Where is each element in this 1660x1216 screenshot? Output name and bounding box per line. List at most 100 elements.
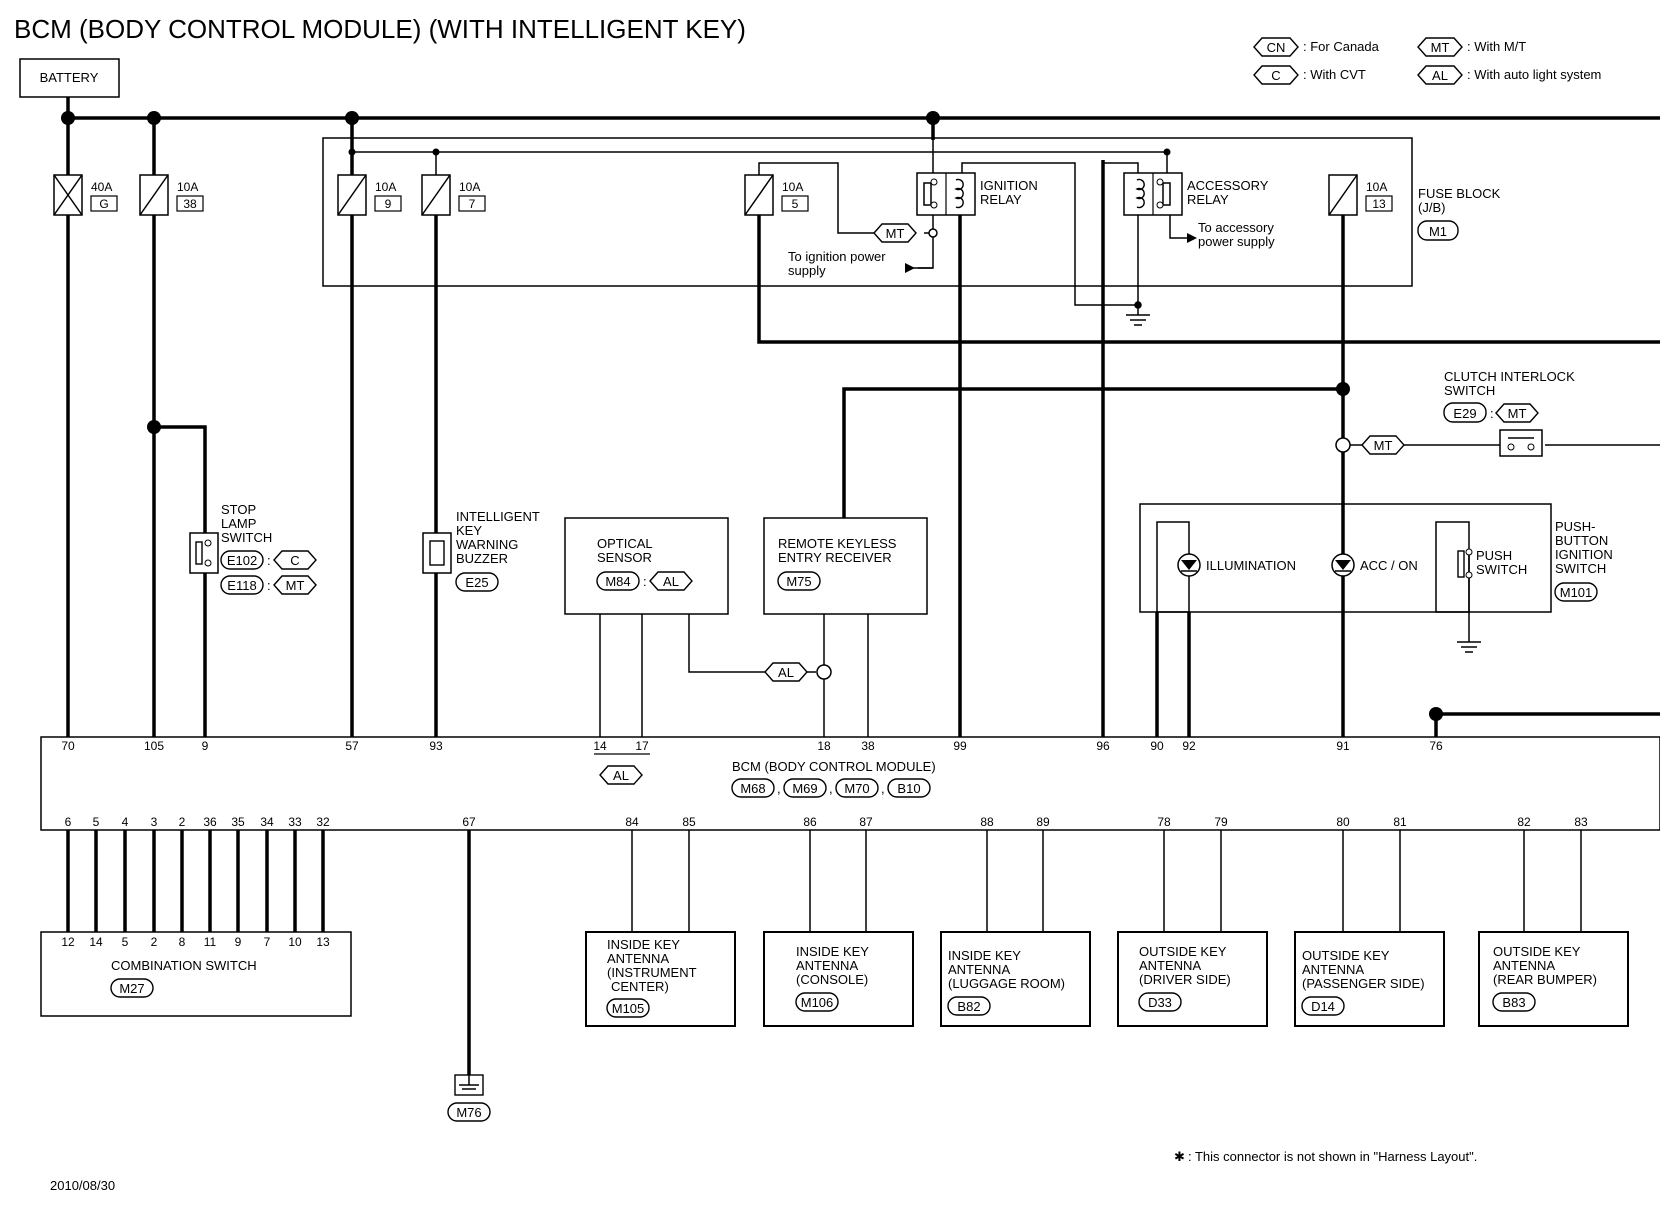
- fuse-38-no: 38: [183, 197, 197, 211]
- combination-pin: 14: [89, 935, 103, 949]
- clutch-colon: :: [1490, 406, 1494, 421]
- stop-lamp-l3: SWITCH: [221, 530, 272, 545]
- bcm-pin: 99: [953, 739, 967, 753]
- combination-pin: 10: [288, 935, 302, 949]
- legend-cn-text: : For Canada: [1303, 39, 1380, 54]
- bcm-top-pins: 70 105 9 57 93 14 17 18 38 99 96 90 92 9…: [61, 739, 1443, 753]
- fuse-9-no: 9: [385, 197, 392, 211]
- fuse-g-amp: 40A: [91, 180, 112, 194]
- legend-mt-code: MT: [1431, 40, 1450, 55]
- fuse-g: 40A G: [53, 174, 118, 216]
- bcm-pin: 91: [1336, 739, 1350, 753]
- fuse-7-no: 7: [469, 197, 476, 211]
- footnote-asterisk-icon: ✱: [1174, 1149, 1185, 1164]
- combination-pin: 7: [264, 935, 271, 949]
- combination-pin: 13: [316, 935, 330, 949]
- ground-connector: M76: [456, 1105, 481, 1120]
- battery: BATTERY: [19, 58, 120, 98]
- fuse-block-jb: (J/B): [1418, 200, 1445, 215]
- combination-switch-label: COMBINATION SWITCH: [111, 958, 257, 973]
- ignition-power-note-l2: supply: [788, 263, 826, 278]
- legend: CN : For Canada C : With CVT MT : With M…: [1253, 37, 1601, 85]
- bcm-pin: 34: [260, 815, 274, 829]
- fuse-9-amp: 10A: [375, 180, 396, 194]
- fuse-5-amp: 10A: [782, 180, 803, 194]
- fuse-9: 10A 9: [337, 174, 402, 216]
- fuse-13: 10A 13: [1328, 174, 1393, 216]
- optical-sensor: OPTICAL SENSOR M84 : AL: [564, 517, 729, 615]
- bcm-comma-2: ,: [829, 781, 833, 796]
- legend-mt-text: : With M/T: [1467, 39, 1526, 54]
- bcm-pin: 89: [1036, 815, 1050, 829]
- combination-pin: 11: [204, 935, 217, 949]
- bcm-pin: 35: [231, 815, 245, 829]
- optical-connector: M84: [605, 574, 630, 589]
- accessory-note-l2: power supply: [1198, 234, 1275, 249]
- antenna-connector: M105: [612, 1001, 645, 1016]
- legend-c: C : With CVT: [1253, 65, 1366, 85]
- bcm-pin: 93: [429, 739, 443, 753]
- buzzer-connector: E25: [465, 575, 488, 590]
- fuse-13-amp: 10A: [1366, 180, 1387, 194]
- bcm-pin: 82: [1517, 815, 1531, 829]
- thin-wires: [352, 118, 1660, 737]
- fuse-block-title: FUSE BLOCK: [1418, 186, 1501, 201]
- antenna-line: INSIDE KEY: [796, 944, 869, 959]
- fuse-block-ground-icon: [1126, 301, 1150, 326]
- optical-l1: OPTICAL: [597, 536, 653, 551]
- bcm-pin: 90: [1150, 739, 1164, 753]
- remote-l2: ENTRY RECEIVER: [778, 550, 892, 565]
- buzzer-l4: BUZZER: [456, 551, 508, 566]
- optical-l2: SENSOR: [597, 550, 652, 565]
- fuse-5: 10A 5: [744, 174, 809, 216]
- antenna-line: (DRIVER SIDE): [1139, 972, 1231, 987]
- antenna-line: ANTENNA: [948, 962, 1010, 977]
- bcm-connector-m70: M70: [844, 781, 869, 796]
- antenna-line: (CONSOLE): [796, 972, 868, 987]
- fuse-38: 10A 38: [139, 174, 204, 216]
- push-title-l3: IGNITION: [1555, 547, 1613, 562]
- bcm-pin: 14: [593, 739, 607, 753]
- antenna-instrument-center: INSIDE KEY ANTENNA (INSTRUMENT CENTER) M…: [585, 931, 736, 1027]
- bcm-pin: 78: [1157, 815, 1171, 829]
- bcm-pin: 9: [202, 739, 209, 753]
- warning-buzzer: INTELLIGENT KEY WARNING BUZZER E25: [422, 509, 540, 592]
- bcm-pin: 83: [1574, 815, 1588, 829]
- bcm-pin: 32: [316, 815, 330, 829]
- bcm-pin: 105: [144, 739, 164, 753]
- bcm-pin: 85: [682, 815, 696, 829]
- bcm-pin: 88: [980, 815, 994, 829]
- antenna-connector: D33: [1148, 995, 1172, 1010]
- antenna-rear-bumper: OUTSIDE KEY ANTENNA (REAR BUMPER) B83: [1478, 931, 1629, 1027]
- antenna-line: ANTENNA: [1302, 962, 1364, 977]
- illumination-label: ILLUMINATION: [1206, 558, 1296, 573]
- legend-al-code: AL: [1432, 68, 1448, 83]
- remote-keyless-receiver: REMOTE KEYLESS ENTRY RECEIVER M75 AL: [763, 517, 928, 682]
- antenna-driver-side: OUTSIDE KEY ANTENNA (DRIVER SIDE) D33: [1117, 931, 1268, 1027]
- combination-pin: 2: [151, 935, 158, 949]
- antenna-console: INSIDE KEY ANTENNA (CONSOLE) M106: [763, 931, 914, 1027]
- antenna-line: OUTSIDE KEY: [1302, 948, 1390, 963]
- bcm-label: BCM (BODY CONTROL MODULE): [732, 759, 936, 774]
- bcm-al-tag: AL: [613, 768, 629, 783]
- bcm-pin: 4: [122, 815, 129, 829]
- bcm-pin: 87: [859, 815, 873, 829]
- bcm-pin: 3: [151, 815, 158, 829]
- antenna-line: (PASSENGER SIDE): [1302, 976, 1425, 991]
- stop-lamp-connector-2: E118: [227, 578, 256, 593]
- legend-cn: CN : For Canada: [1253, 37, 1380, 57]
- antenna-connector: M106: [801, 995, 834, 1010]
- bcm-pin: 67: [462, 815, 476, 829]
- antenna-line: ANTENNA: [607, 951, 669, 966]
- antenna-connector: B82: [957, 999, 980, 1014]
- accessory-note-l1: To accessory: [1198, 220, 1274, 235]
- bcm-bottom-pins: 6 5 4 3 2 36 35 34 33 32 67 84 85 86 87 …: [65, 815, 1588, 829]
- clutch-mt-tag: MT: [1508, 406, 1527, 421]
- remote-l1: REMOTE KEYLESS: [778, 536, 897, 551]
- clutch-l1: CLUTCH INTERLOCK: [1444, 369, 1575, 384]
- fuse-block-label: FUSE BLOCK (J/B) M1: [1417, 186, 1501, 241]
- push-switch-ground-icon: [1457, 641, 1481, 653]
- combination-switch: 12 14 5 2 8 11 9 7 10 13 COMBINATION SWI…: [40, 931, 352, 1017]
- date-stamp: 2010/08/30: [50, 1178, 115, 1193]
- bcm-pin: 84: [625, 815, 639, 829]
